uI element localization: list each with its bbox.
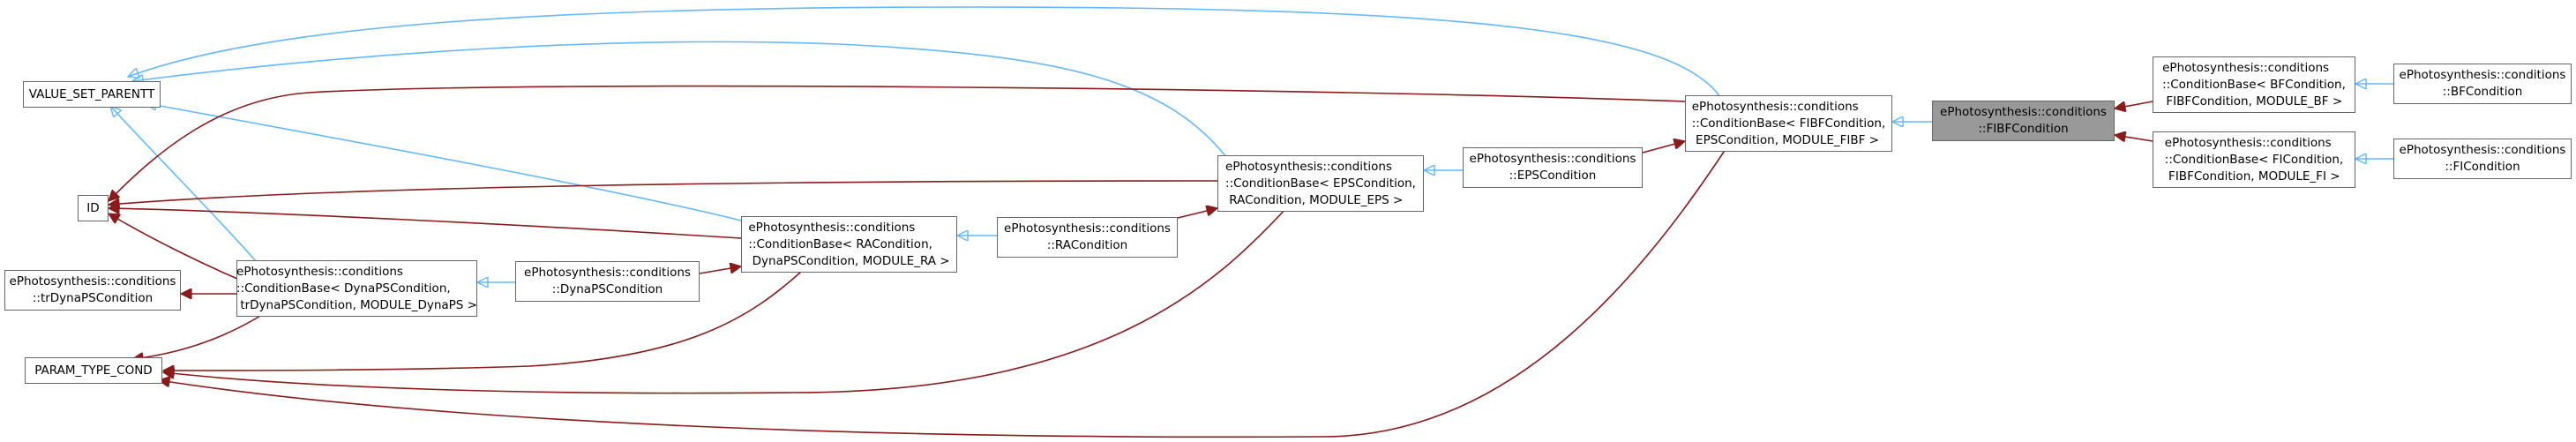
node-value-set-parent[interactable]: VALUE_SET_PARENTT [23,81,161,108]
node-param-type-cond[interactable]: PARAM_TYPE_COND [25,357,162,384]
edge-cb-dynaps-to-param-type-cond [132,312,266,359]
node-fi-condition[interactable]: ePhotosynthesis::conditions ::FIConditio… [2393,139,2572,179]
node-ra-condition[interactable]: ePhotosynthesis::conditions ::RAConditio… [997,217,1178,258]
node-label: ID [86,200,100,215]
node-label: ePhotosynthesis::conditions ::ConditionB… [236,264,477,312]
node-condition-base-dynaps[interactable]: ePhotosynthesis::conditions ::ConditionB… [236,260,477,317]
node-label: ePhotosynthesis::conditions ::ConditionB… [2162,60,2346,109]
node-label: ePhotosynthesis::conditions ::EPSConditi… [1469,152,1636,183]
node-label: ePhotosynthesis::conditions ::ConditionB… [1225,159,1416,207]
node-label: ePhotosynthesis::conditions ::ConditionB… [2164,135,2344,184]
edge-cb-bf-to-fibf [2115,101,2153,109]
edge-cb-ra-to-value-set-parent [146,103,742,221]
node-condition-base-fi[interactable]: ePhotosynthesis::conditions ::ConditionB… [2153,131,2355,188]
node-condition-base-eps[interactable]: ePhotosynthesis::conditions ::ConditionB… [1217,155,1424,212]
node-condition-base-bf[interactable]: ePhotosynthesis::conditions ::ConditionB… [2153,56,2355,113]
node-label: ePhotosynthesis::conditions ::FIBFCondit… [1940,105,2107,136]
node-label: ePhotosynthesis::conditions ::RAConditio… [1004,221,1171,252]
node-id[interactable]: ID [78,195,109,221]
edge-cb-eps-to-id [109,180,1218,205]
node-label: ePhotosynthesis::conditions ::BFConditio… [2399,68,2566,99]
edge-eps-to-cb-fibf [1642,141,1685,154]
node-dynaps-condition[interactable]: ePhotosynthesis::conditions ::DynaPSCond… [515,261,700,302]
edge-cb-eps-to-value-set-parent [132,41,1227,158]
edge-cb-fi-to-fibf [2115,135,2153,141]
edge-cb-dynaps-to-value-set-parent [110,106,257,262]
node-label: ePhotosynthesis::conditions ::ConditionB… [748,220,950,268]
node-label: PARAM_TYPE_COND [34,363,153,378]
node-tr-dynaps-condition[interactable]: ePhotosynthesis::conditions ::trDynaPSCo… [4,270,181,311]
node-eps-condition[interactable]: ePhotosynthesis::conditions ::EPSConditi… [1463,147,1643,188]
node-label: ePhotosynthesis::conditions ::FIConditio… [2399,143,2566,174]
edge-cb-fibf-to-id [109,85,1686,201]
node-condition-base-fibf[interactable]: ePhotosynthesis::conditions ::ConditionB… [1685,95,1892,152]
node-label: ePhotosynthesis::conditions ::DynaPSCond… [524,266,691,296]
edge-cb-fibf-to-param-type-cond [159,143,1730,438]
node-bf-condition[interactable]: ePhotosynthesis::conditions ::BFConditio… [2393,64,2572,104]
node-label: ePhotosynthesis::conditions ::ConditionB… [1691,99,1886,147]
edge-ra-to-cb-eps [1177,208,1217,219]
node-label: VALUE_SET_PARENTT [28,86,155,101]
node-condition-base-ra[interactable]: ePhotosynthesis::conditions ::ConditionB… [741,216,957,273]
node-fibf-condition-current: ePhotosynthesis::conditions ::FIBFCondit… [1932,101,2115,141]
edge-cb-ra-to-id [109,208,742,239]
node-label: ePhotosynthesis::conditions ::trDynaPSCo… [9,274,176,305]
edge-cb-fibf-to-value-set-parent [128,6,1721,98]
edge-cb-ra-to-param-type-cond [163,271,802,371]
edge-dynaps-to-cb-ra [699,266,741,274]
edge-cb-eps-to-param-type-cond [163,207,1287,394]
